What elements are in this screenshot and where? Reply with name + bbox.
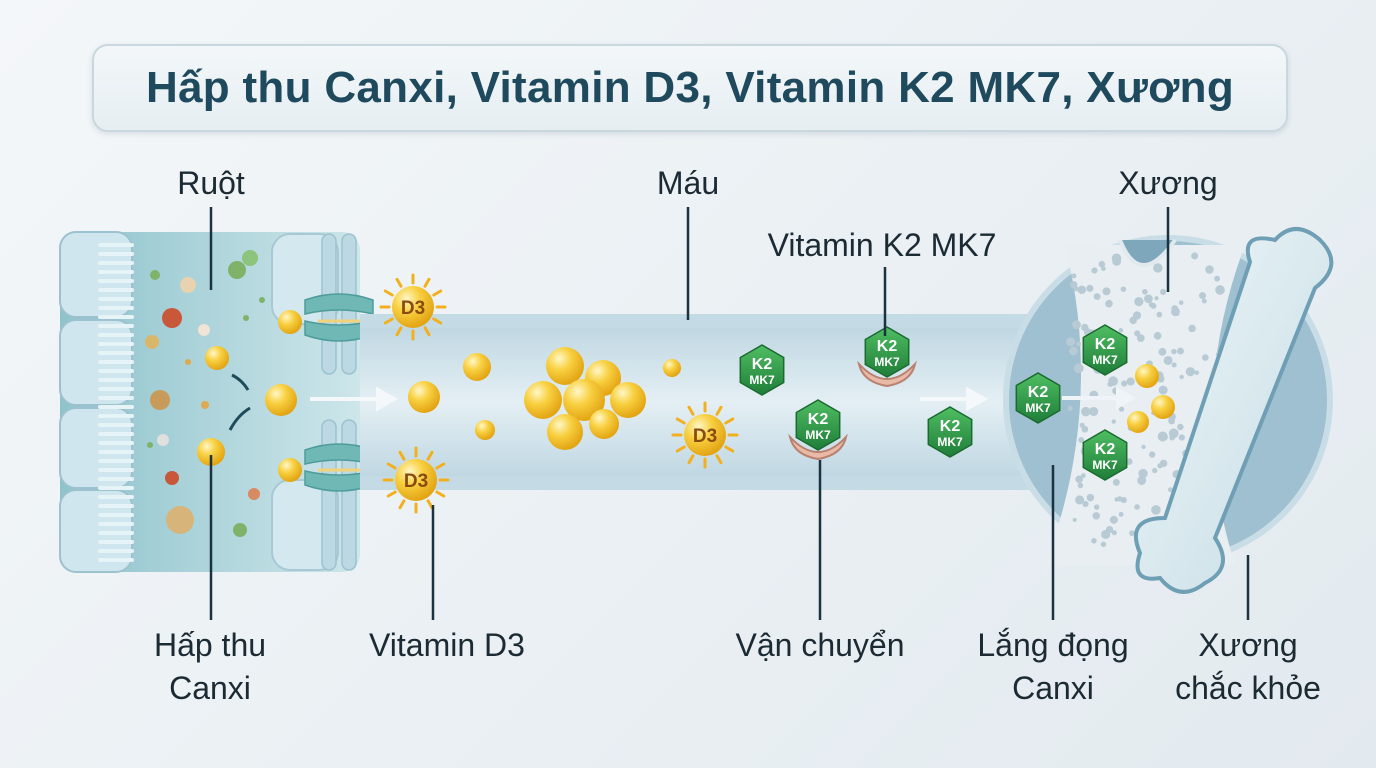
label-transport: Vận chuyển (735, 624, 904, 667)
food-particle (201, 401, 209, 409)
mk7-badge-text: MK7 (1025, 401, 1051, 415)
food-particle (180, 277, 196, 293)
label-line: chắc khỏe (1175, 667, 1321, 710)
calcium-particle (589, 409, 619, 439)
calcium-particle (610, 382, 646, 418)
calcium-particle (205, 346, 229, 370)
calcium-particle (463, 353, 491, 381)
food-particle (162, 308, 182, 328)
calcium-particle (408, 381, 440, 413)
food-particle (242, 250, 258, 266)
mk7-badge-text: MK7 (749, 373, 775, 387)
calcium-particle (1127, 411, 1149, 433)
d3-badge-text: D3 (401, 298, 425, 319)
mk7-badge-text: MK7 (1092, 353, 1118, 367)
label-intestine: Ruột (177, 162, 245, 205)
food-particle (150, 270, 160, 280)
label-strong-bone: Xương chắc khỏe (1175, 624, 1321, 710)
d3-badge-text: D3 (693, 426, 717, 447)
food-particle (243, 315, 249, 321)
food-particle (157, 434, 169, 446)
calcium-particle (524, 381, 562, 419)
calcium-particle (1151, 395, 1175, 419)
calcium-particle (278, 458, 302, 482)
label-line: Xương (1175, 624, 1321, 667)
label-vitamin-d3: Vitamin D3 (369, 624, 525, 667)
mk7-badge-text: MK7 (1092, 458, 1118, 472)
food-particle (185, 359, 191, 365)
title-banner: Hấp thu Canxi, Vitamin D3, Vitamin K2 MK… (92, 44, 1288, 132)
label-bone: Xương (1118, 162, 1217, 205)
k2-badge-text: K2 (940, 418, 961, 435)
k2-badge-text: K2 (1095, 441, 1116, 458)
calcium-particle (278, 310, 302, 334)
food-particle (259, 297, 265, 303)
label-line: Canxi (977, 667, 1128, 710)
mk7-badge-text: MK7 (805, 428, 831, 442)
label-line: Hấp thu (154, 624, 266, 667)
k2-badge-text: K2 (877, 338, 898, 355)
mk7-badge-text: MK7 (937, 435, 963, 449)
food-particle (233, 523, 247, 537)
calcium-particle (1135, 364, 1159, 388)
label-absorb-calcium: Hấp thu Canxi (154, 624, 266, 710)
food-particle (228, 261, 246, 279)
k2-badge-text: K2 (1095, 336, 1116, 353)
label-line: Lắng đọng (977, 624, 1128, 667)
food-particle (165, 471, 179, 485)
food-particle (147, 442, 153, 448)
label-calcium-deposit: Lắng đọng Canxi (977, 624, 1128, 710)
label-blood: Máu (657, 162, 719, 205)
page-title: Hấp thu Canxi, Vitamin D3, Vitamin K2 MK… (146, 63, 1234, 113)
k2-badge-text: K2 (752, 356, 773, 373)
k2-badge-text: K2 (1028, 384, 1049, 401)
label-vitamin-k2: Vitamin K2 MK7 (768, 224, 997, 267)
k2-badge-text: K2 (808, 411, 829, 428)
calcium-particle (663, 359, 681, 377)
intestine-tissue (60, 232, 373, 572)
calcium-particle (475, 420, 495, 440)
label-line: Canxi (154, 667, 266, 710)
mk7-badge-text: MK7 (874, 355, 900, 369)
d3-badge-text: D3 (404, 471, 428, 492)
calcium-particle (546, 347, 584, 385)
calcium-particle (265, 384, 297, 416)
food-particle (145, 335, 159, 349)
calcium-particle (547, 414, 583, 450)
food-particle (166, 506, 194, 534)
food-particle (248, 488, 260, 500)
food-particle (198, 324, 210, 336)
food-particle (150, 390, 170, 410)
